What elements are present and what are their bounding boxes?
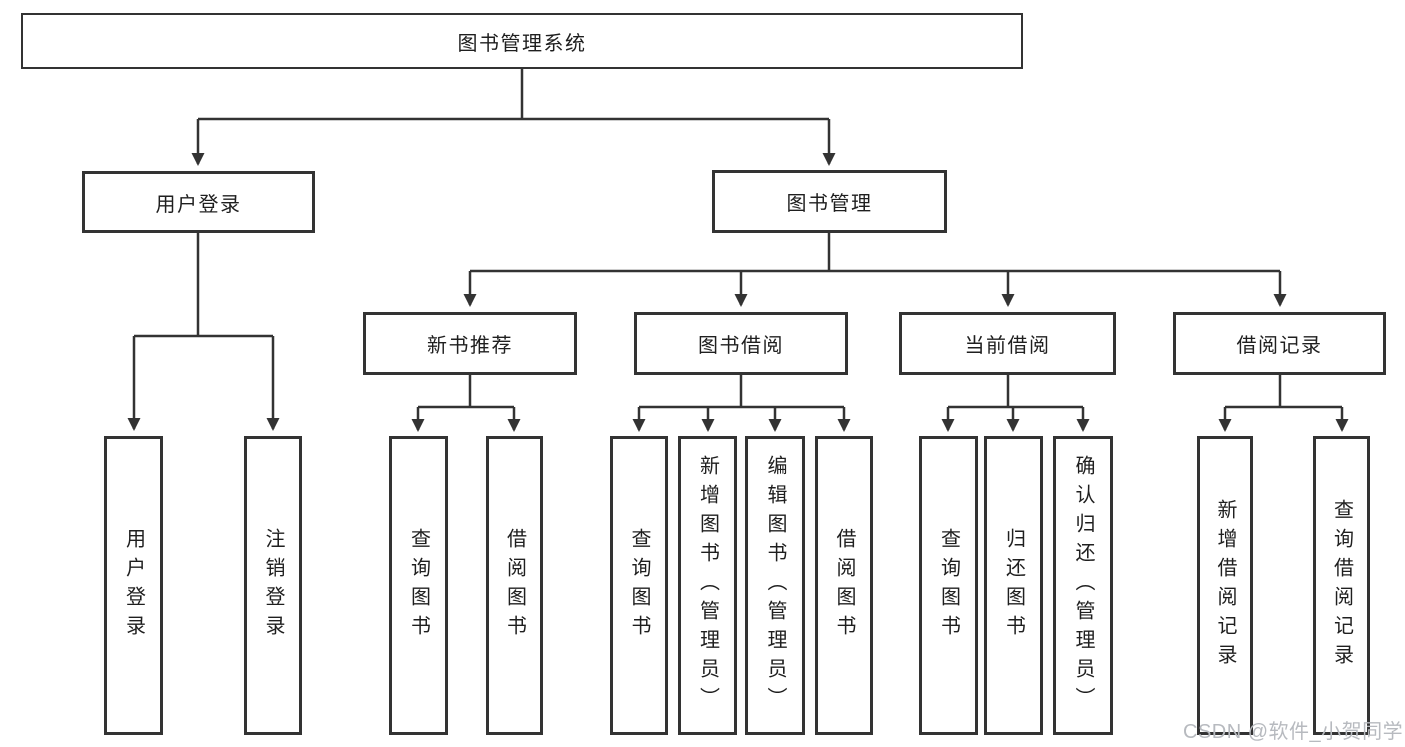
leaf-query-books-3: 查询图书 — [919, 436, 978, 735]
leaf-logout: 注销登录 — [244, 436, 302, 735]
leaf-query-borrow-record: 查询借阅记录 — [1313, 436, 1370, 735]
leaf-add-book-admin: 新增图书（管理员） — [678, 436, 737, 735]
node-current-borrow: 当前借阅 — [899, 312, 1116, 375]
node-borrow-records: 借阅记录 — [1173, 312, 1386, 375]
node-book-borrow: 图书借阅 — [634, 312, 848, 375]
csdn-watermark: CSDN @软件_小贺同学 — [1183, 721, 1404, 743]
node-book-management: 图书管理 — [712, 170, 947, 233]
leaf-borrow-books-2: 借阅图书 — [815, 436, 873, 735]
node-user-login: 用户登录 — [82, 171, 315, 233]
node-new-book-recommend: 新书推荐 — [363, 312, 577, 375]
leaf-borrow-books-1: 借阅图书 — [486, 436, 543, 735]
leaf-query-books-1: 查询图书 — [389, 436, 448, 735]
leaf-edit-book-admin: 编辑图书（管理员） — [745, 436, 805, 735]
leaf-user-login: 用户登录 — [104, 436, 163, 735]
leaf-return-books: 归还图书 — [984, 436, 1043, 735]
leaf-confirm-return-admin: 确认归还（管理员） — [1053, 436, 1113, 735]
node-library-system: 图书管理系统 — [21, 13, 1023, 69]
leaf-add-borrow-record: 新增借阅记录 — [1197, 436, 1253, 735]
leaf-query-books-2: 查询图书 — [610, 436, 668, 735]
